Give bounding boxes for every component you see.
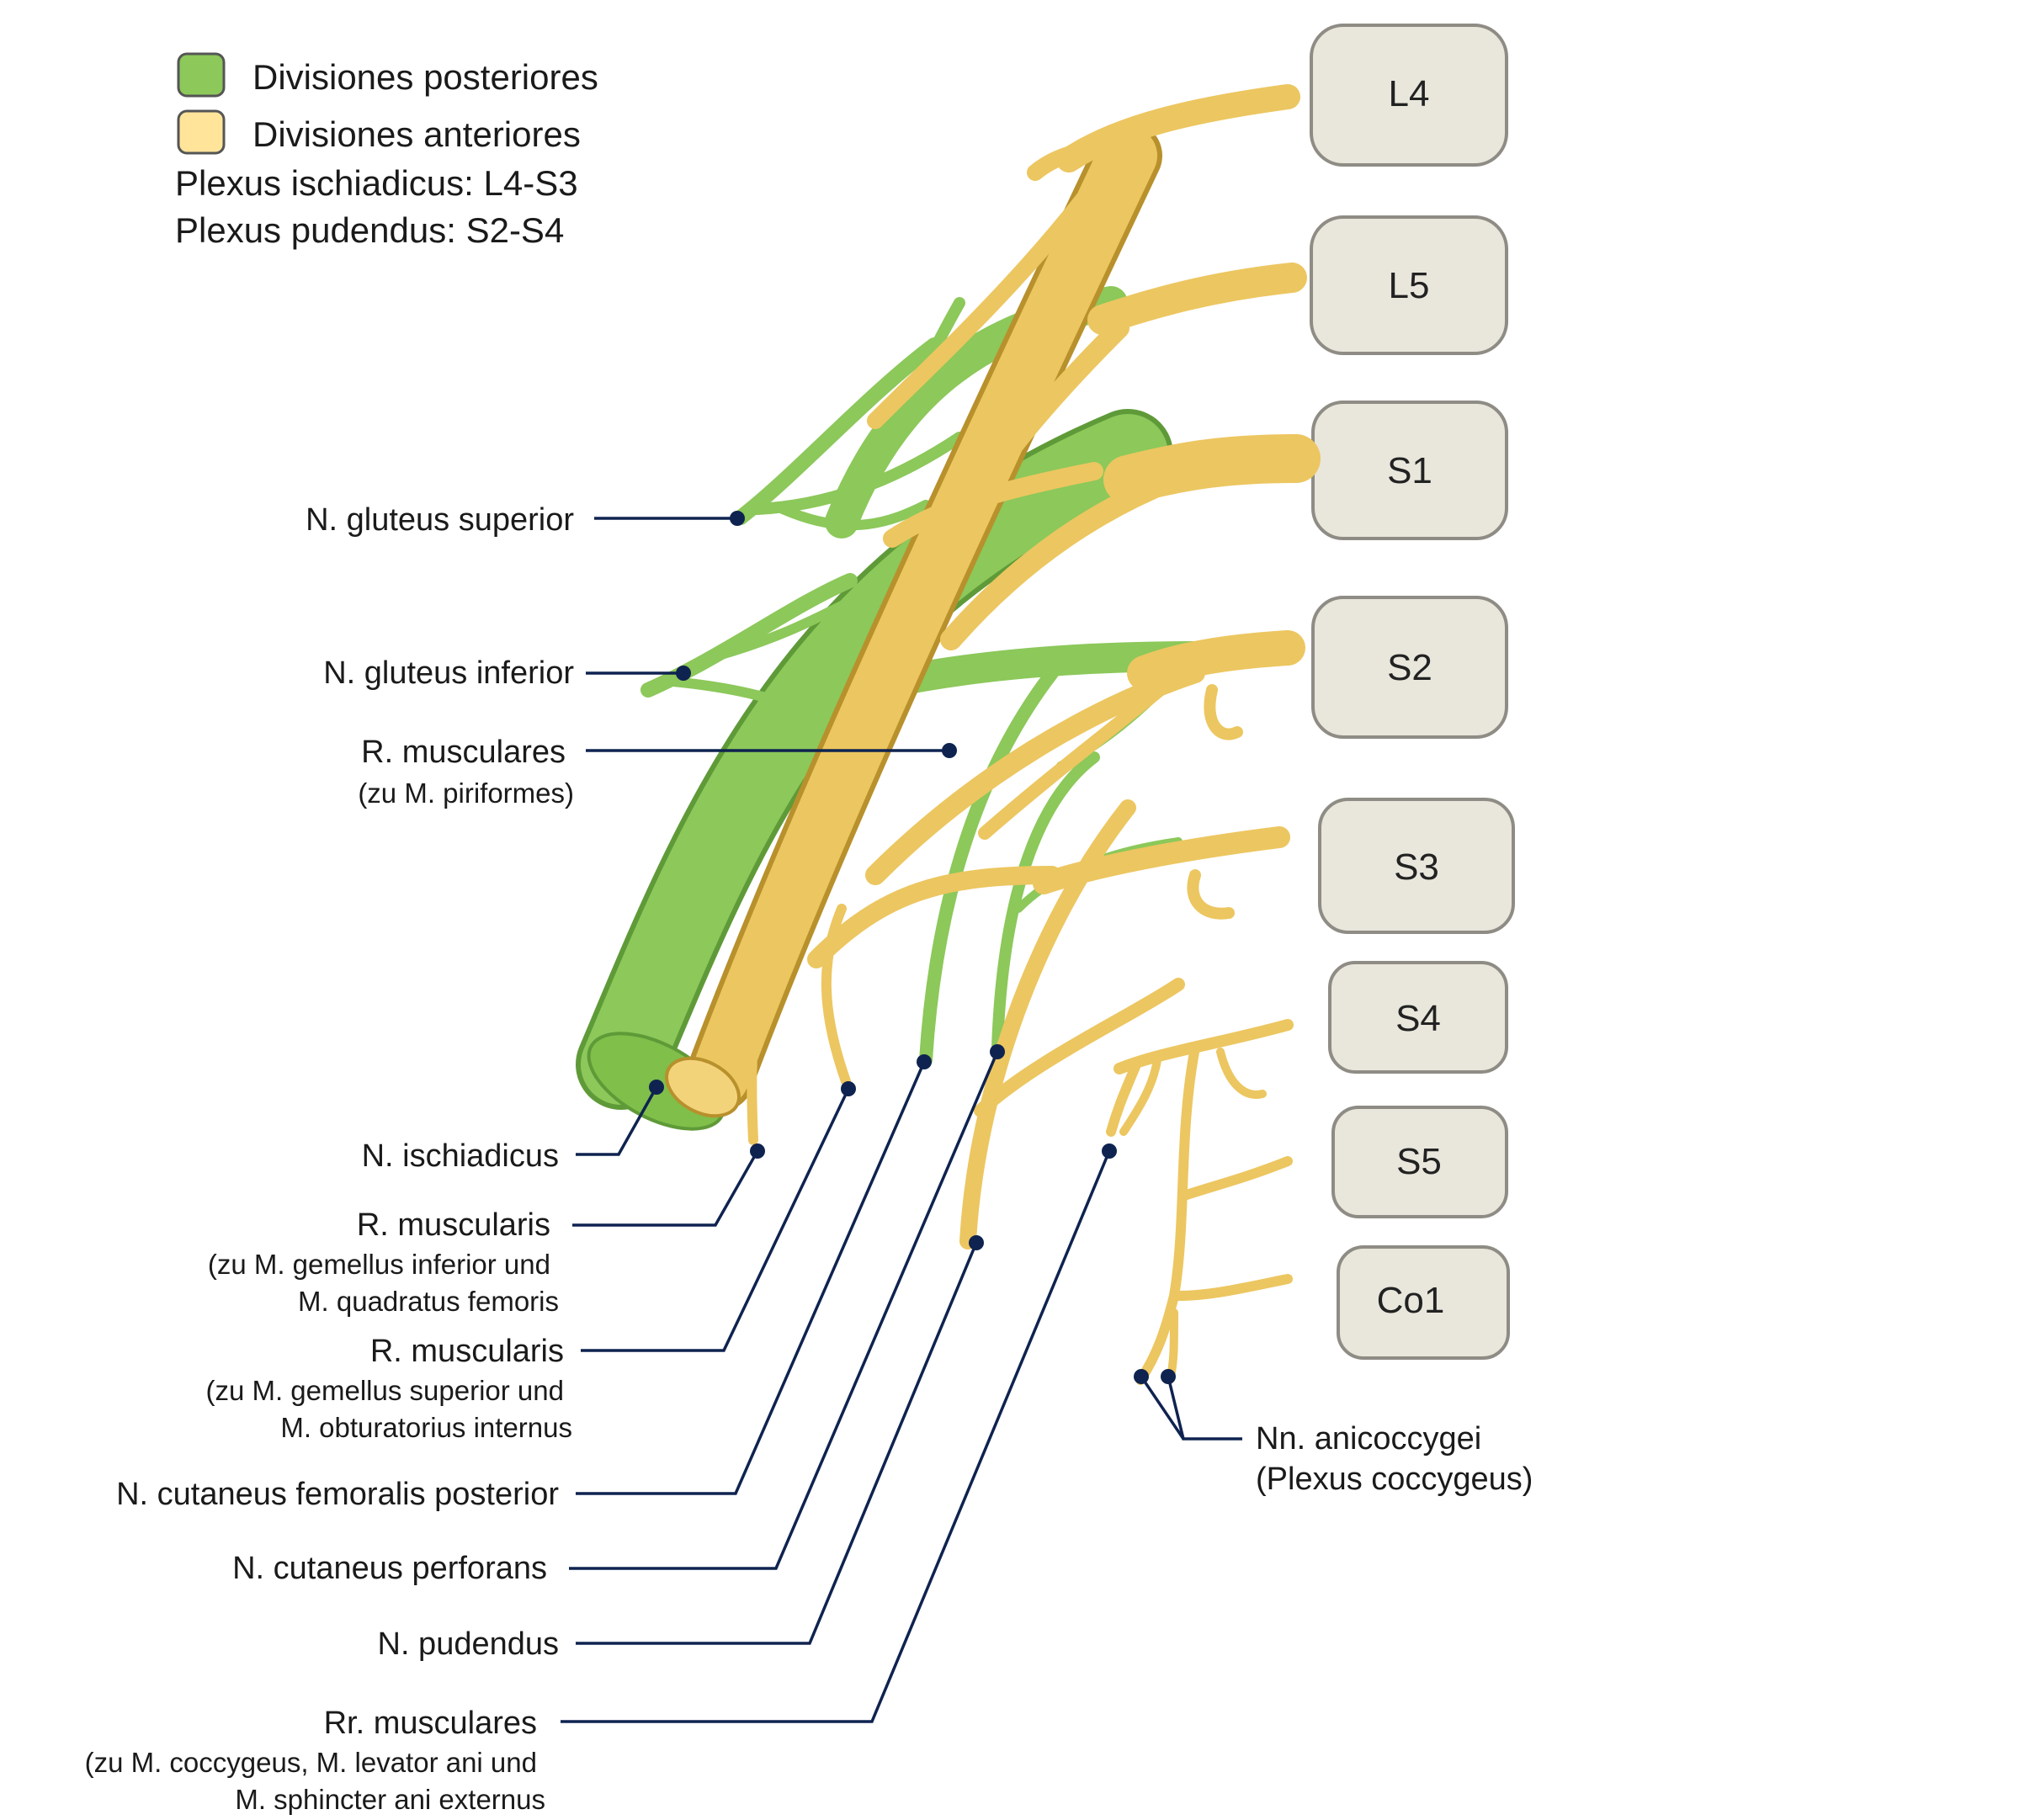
root-S2 [1127, 630, 1305, 691]
legend-swatch-posterior [177, 52, 226, 98]
legend-swatch-anterior [177, 109, 226, 155]
vertebra-L4: L4 [1310, 24, 1508, 167]
vertebra-Co1: Co1 [1337, 1245, 1510, 1360]
label-pudendus: N. pudendus [378, 1626, 560, 1662]
label-gluteus-inferior: N. gluteus inferior [323, 655, 574, 691]
legend-plexus-pudendus: Plexus pudendus: S2-S4 [175, 210, 564, 250]
vertebra-label-S2: S2 [1387, 647, 1432, 688]
vertebra-label-S4: S4 [1395, 998, 1441, 1039]
vertebra-L5: L5 [1310, 215, 1508, 355]
vertebra-label-L5: L5 [1389, 265, 1430, 306]
root-S1 [1103, 434, 1321, 504]
pudendal-nerve [959, 799, 1136, 1250]
legend-anterior-label: Divisiones anteriores [252, 114, 581, 154]
label-cutaneus-femoralis-posterior: N. cutaneus femoralis posterior [116, 1477, 559, 1512]
root-L5 [1087, 263, 1307, 335]
vertebra-label-Co1: Co1 [1377, 1280, 1445, 1321]
label-cutaneus-perforans: N. cutaneus perforans [232, 1551, 547, 1586]
label-rm-gemellus-superior-sub1: (zu M. gemellus superior und [205, 1375, 564, 1406]
muscular-branch-gemellus-inferior [747, 921, 779, 1145]
vertebra-label-S5: S5 [1396, 1141, 1442, 1182]
vertebra-S2: S2 [1311, 596, 1508, 739]
label-ischiadicus: N. ischiadicus [362, 1138, 559, 1174]
label-rm-gemellus-superior-sub2: M. obturatorius internus [280, 1412, 572, 1443]
vertebra-label-S1: S1 [1387, 450, 1432, 491]
legend-posterior-label: Divisiones posteriores [252, 57, 598, 97]
label-anicoccygei: Nn. anicoccygei [1256, 1421, 1481, 1457]
legend: Divisiones posteriores Divisiones anteri… [175, 52, 598, 250]
legend-plexus-ischiadicus: Plexus ischiadicus: L4-S3 [175, 163, 578, 203]
label-rr-musculares-sub1: (zu M. coccygeus, M. levator ani und [85, 1747, 537, 1778]
vertebra-label-S3: S3 [1394, 846, 1439, 888]
vertebra-S1: S1 [1311, 401, 1508, 540]
vertebra-S4: S4 [1328, 961, 1508, 1074]
vertebrae-column: L4 L5 S1 S2 S3 S4 S5 Co1 [1310, 24, 1515, 1360]
label-rr-musculares-sub2: M. sphincter ani externus [235, 1784, 545, 1815]
vertebra-label-L4: L4 [1389, 73, 1430, 114]
gluteus-superior-nerve [733, 337, 942, 525]
vertebra-S5: S5 [1331, 1106, 1508, 1218]
nerve-labels: N. gluteus superior N. gluteus inferior … [85, 502, 1533, 1815]
muscular-branch-gemellus-superior [821, 904, 851, 1086]
vertebra-S3: S3 [1318, 798, 1515, 934]
label-rr-musculares: Rr. musculares [324, 1706, 537, 1741]
label-gluteus-superior: N. gluteus superior [306, 502, 574, 538]
label-rm-gemellus-inferior: R. muscularis [357, 1207, 550, 1243]
coccygeal-plexus [1135, 1043, 1200, 1385]
nerve-illustration [576, 84, 1321, 1385]
label-rm-gemellus-inferior-sub1: (zu M. gemellus inferior und [208, 1249, 550, 1280]
root-S4 [1113, 1019, 1294, 1074]
root-S3 [1033, 826, 1290, 894]
label-rm-piriformes: R. musculares [361, 735, 566, 770]
label-anicoccygei-sub: (Plexus coccygeus) [1256, 1462, 1533, 1497]
label-rm-gemellus-inferior-sub2: M. quadratus femoris [298, 1286, 559, 1317]
label-rm-piriformes-sub: (zu M. piriformes) [358, 777, 574, 809]
leader-lines [561, 511, 1242, 1723]
label-rm-gemellus-superior: R. muscularis [370, 1334, 564, 1369]
